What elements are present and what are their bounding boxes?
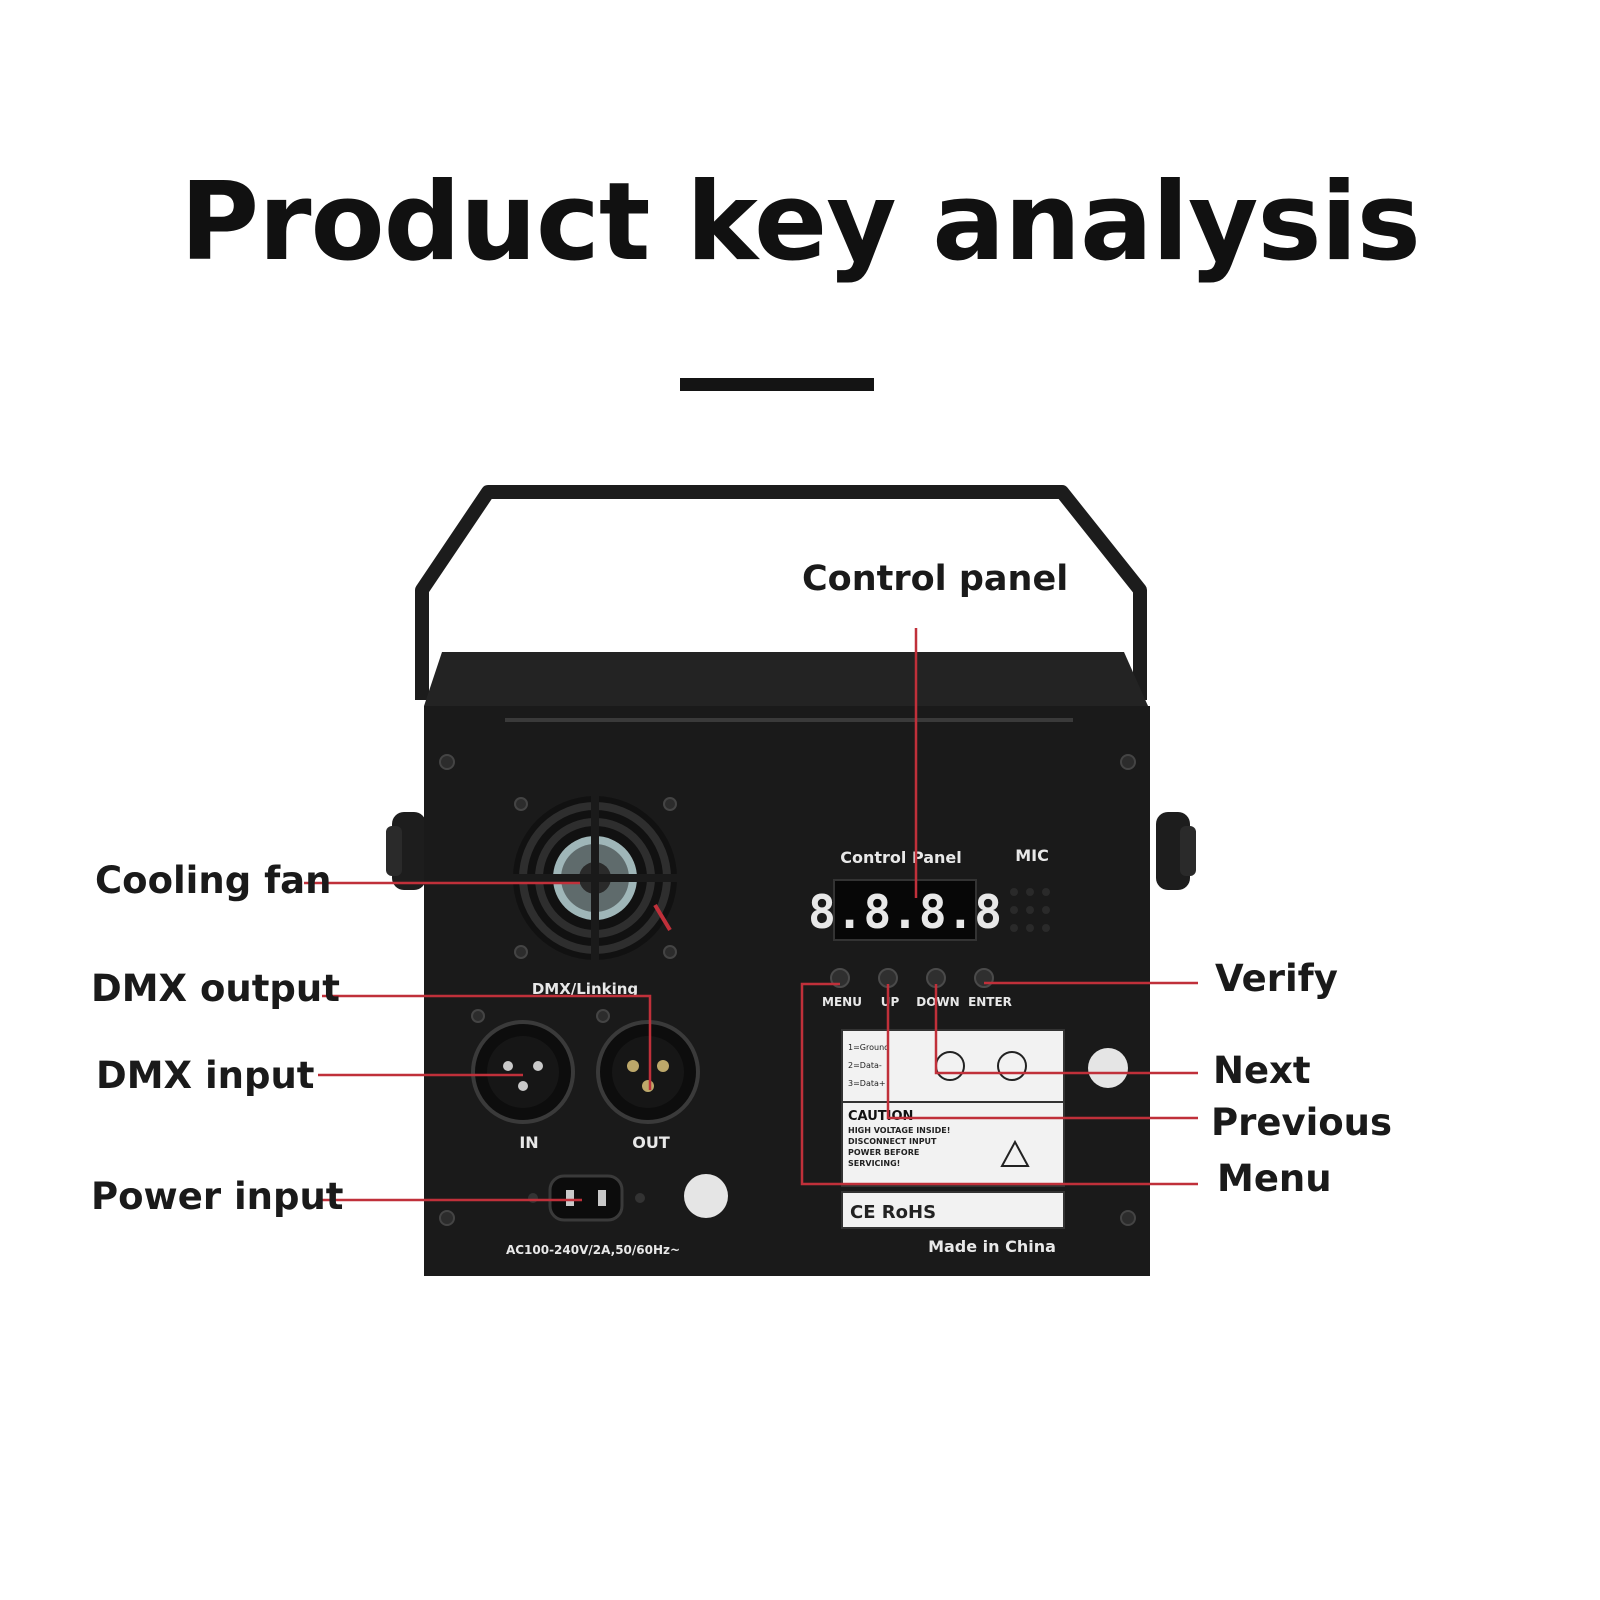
mic-label: MIC xyxy=(1015,846,1049,865)
caution-title: CAUTION xyxy=(848,1109,913,1124)
qc-pass-sticker xyxy=(684,1174,728,1218)
menu-button[interactable] xyxy=(830,968,850,988)
right-knob-icon xyxy=(1156,812,1196,890)
warning-label xyxy=(841,1029,1065,1187)
callout-next: Next xyxy=(1213,1049,1311,1092)
menu-button-label: MENU xyxy=(822,995,862,1009)
in-label: IN xyxy=(519,1133,538,1152)
svg-text:1=Ground: 1=Ground xyxy=(848,1043,889,1052)
cert-marks: CE RoHS xyxy=(850,1202,936,1223)
led-display xyxy=(833,879,977,941)
leader-next xyxy=(934,984,1198,1075)
svg-text:2=Data-: 2=Data- xyxy=(848,1061,882,1070)
led-display-value: 8.8.8.8 xyxy=(808,885,1002,939)
power-inlet-icon xyxy=(528,1174,645,1222)
up-button-label: UP xyxy=(881,995,900,1009)
dmx-out-connector-icon xyxy=(596,1020,700,1124)
svg-text:3=Data+: 3=Data+ xyxy=(848,1079,886,1088)
leader-previous xyxy=(886,984,1198,1120)
control-panel-label: Control Panel xyxy=(840,848,962,867)
qc-pass-sticker xyxy=(1088,1048,1128,1088)
svg-text:SERVICING!: SERVICING! xyxy=(848,1159,900,1168)
dmx-linking-label: DMX/Linking xyxy=(532,980,638,998)
certification-strip xyxy=(841,1191,1065,1229)
callout-cooling-fan: Cooling fan xyxy=(95,859,332,902)
svg-text:POWER BEFORE: POWER BEFORE xyxy=(848,1148,919,1157)
enter-button[interactable] xyxy=(974,968,994,988)
svg-text:DISCONNECT INPUT: DISCONNECT INPUT xyxy=(848,1137,937,1146)
callout-menu: Menu xyxy=(1217,1157,1332,1200)
pin-legend: 1=Ground 2=Data- 3=Data+ xyxy=(848,1043,889,1088)
callout-power-input: Power input xyxy=(91,1175,344,1218)
svg-text:HIGH VOLTAGE INSIDE!: HIGH VOLTAGE INSIDE! xyxy=(848,1126,950,1135)
down-button-label: DOWN xyxy=(916,995,959,1009)
high-voltage-warning-icon xyxy=(1000,1139,1030,1167)
callout-control-panel: Control panel xyxy=(802,559,1069,599)
out-label: OUT xyxy=(632,1133,670,1152)
device-top xyxy=(424,652,1148,706)
caution-text: HIGH VOLTAGE INSIDE! DISCONNECT INPUT PO… xyxy=(848,1126,950,1168)
leader-menu xyxy=(800,982,1198,1186)
left-knob-icon xyxy=(386,812,426,890)
mic-grille-icon xyxy=(1010,888,1050,932)
made-in-label: Made in China xyxy=(928,1237,1056,1256)
dmx-in-connector-icon xyxy=(471,1020,575,1124)
leader-dmx-output xyxy=(322,994,652,1090)
callout-dmx-output: DMX output xyxy=(91,967,340,1010)
callout-verify: Verify xyxy=(1215,957,1338,1000)
screw-icons xyxy=(439,754,1136,1226)
power-spec-label: AC100-240V/2A,50/60Hz~ xyxy=(506,1243,680,1257)
page-title: Product key analysis xyxy=(180,160,1421,285)
mounting-bracket xyxy=(415,485,1147,700)
cooling-fan-icon xyxy=(513,796,677,960)
enter-button-label: ENTER xyxy=(968,995,1012,1009)
callout-previous: Previous xyxy=(1211,1101,1393,1144)
leader-lines xyxy=(304,628,1198,1202)
xlr-diagram-icon xyxy=(997,1051,1027,1081)
title-divider xyxy=(680,378,874,391)
callout-dmx-input: DMX input xyxy=(96,1054,315,1097)
